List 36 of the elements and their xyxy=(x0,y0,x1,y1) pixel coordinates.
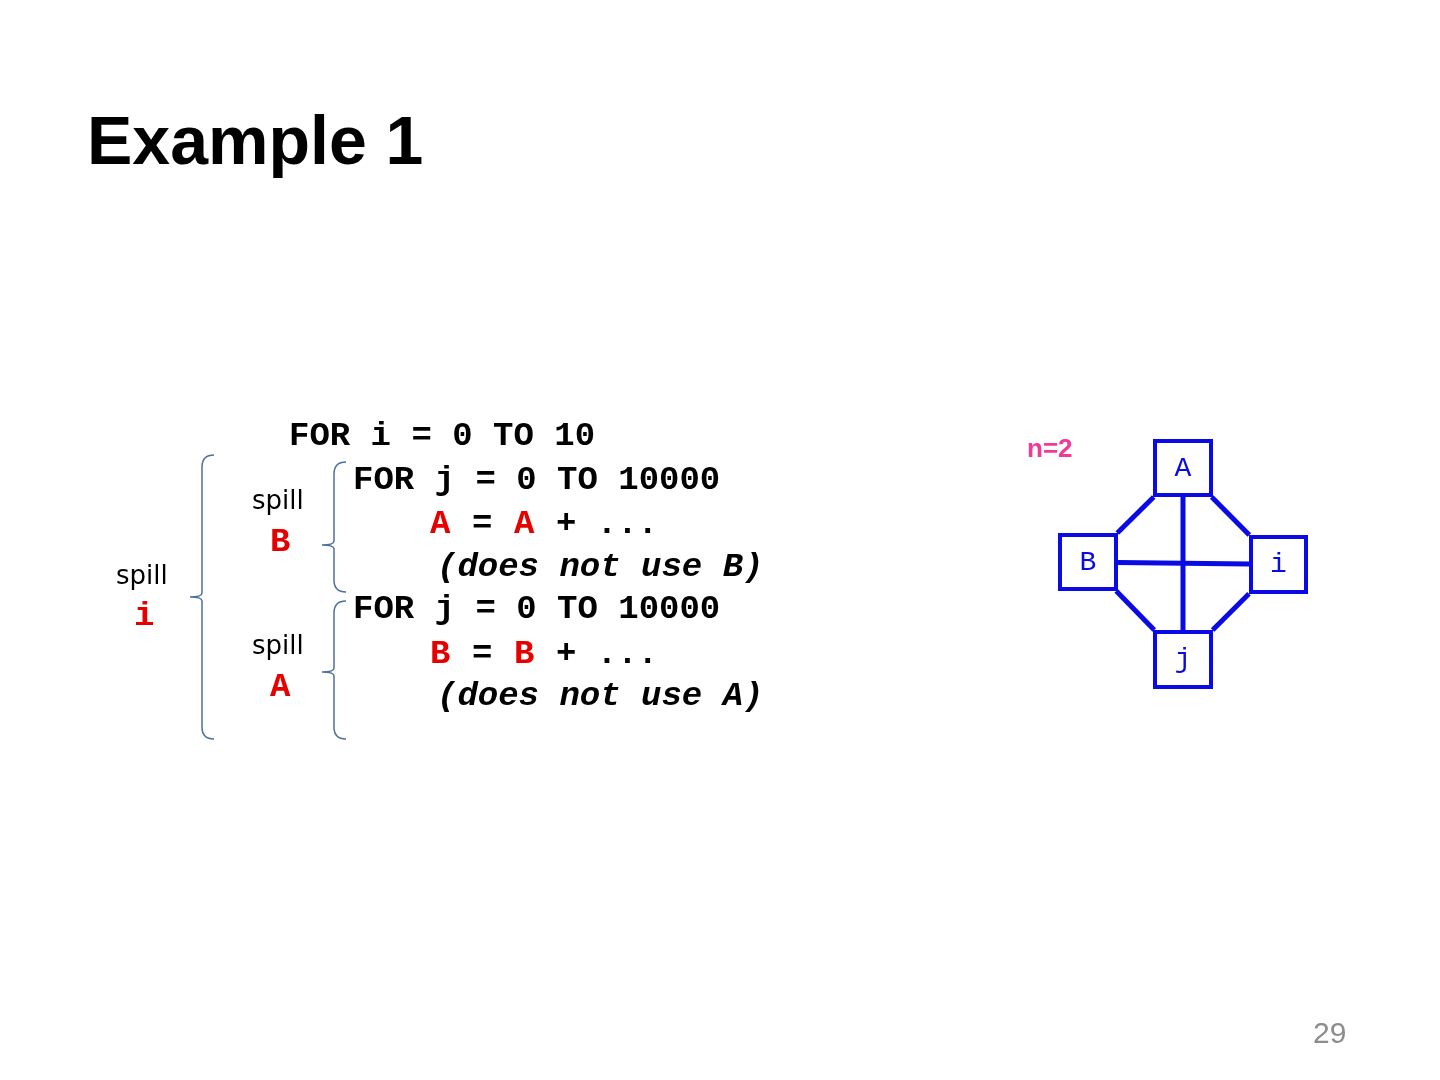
code-line: FOR j = 0 TO 10000 xyxy=(353,462,721,500)
graph-edge xyxy=(1210,592,1251,632)
spill-label: spill xyxy=(252,630,304,660)
code-comment: (does not use A) xyxy=(437,678,764,716)
graph-node xyxy=(1153,439,1213,497)
slide-title: Example 1 xyxy=(87,102,424,178)
variable-name: B xyxy=(270,524,291,562)
code-line: FOR i = 0 TO 10 xyxy=(289,418,596,456)
variable-name: A xyxy=(514,506,535,544)
node-label: i xyxy=(1270,549,1287,580)
spill-label: spill xyxy=(116,560,168,590)
graph-node xyxy=(1058,533,1118,591)
graph-edge xyxy=(1117,559,1250,567)
graph-edge xyxy=(1114,589,1157,632)
variable-name: B xyxy=(430,636,451,674)
code-token: + ... xyxy=(556,636,659,674)
variable-name: B xyxy=(514,636,535,674)
variable-name: i xyxy=(134,598,155,636)
node-label: A xyxy=(1174,452,1192,484)
register-count: n=2 xyxy=(1027,433,1073,463)
node-label: j xyxy=(1174,644,1192,675)
page-number: 29 xyxy=(1313,1015,1347,1049)
code-line: FOR j = 0 TO 10000 xyxy=(353,591,721,629)
graph-node xyxy=(1153,630,1213,689)
code-token: = xyxy=(472,506,493,544)
graph-edge xyxy=(1115,495,1156,535)
code-token: + ... xyxy=(556,506,659,544)
graph-node xyxy=(1249,535,1308,594)
variable-name: A xyxy=(270,669,291,707)
spill-label: spill xyxy=(252,485,304,515)
graph-edge xyxy=(1209,495,1252,537)
code-token: = xyxy=(472,636,493,674)
node-label: B xyxy=(1079,546,1097,578)
code-comment: (does not use B) xyxy=(437,549,764,587)
variable-name: A xyxy=(430,506,451,544)
graph-edge xyxy=(1180,497,1186,630)
